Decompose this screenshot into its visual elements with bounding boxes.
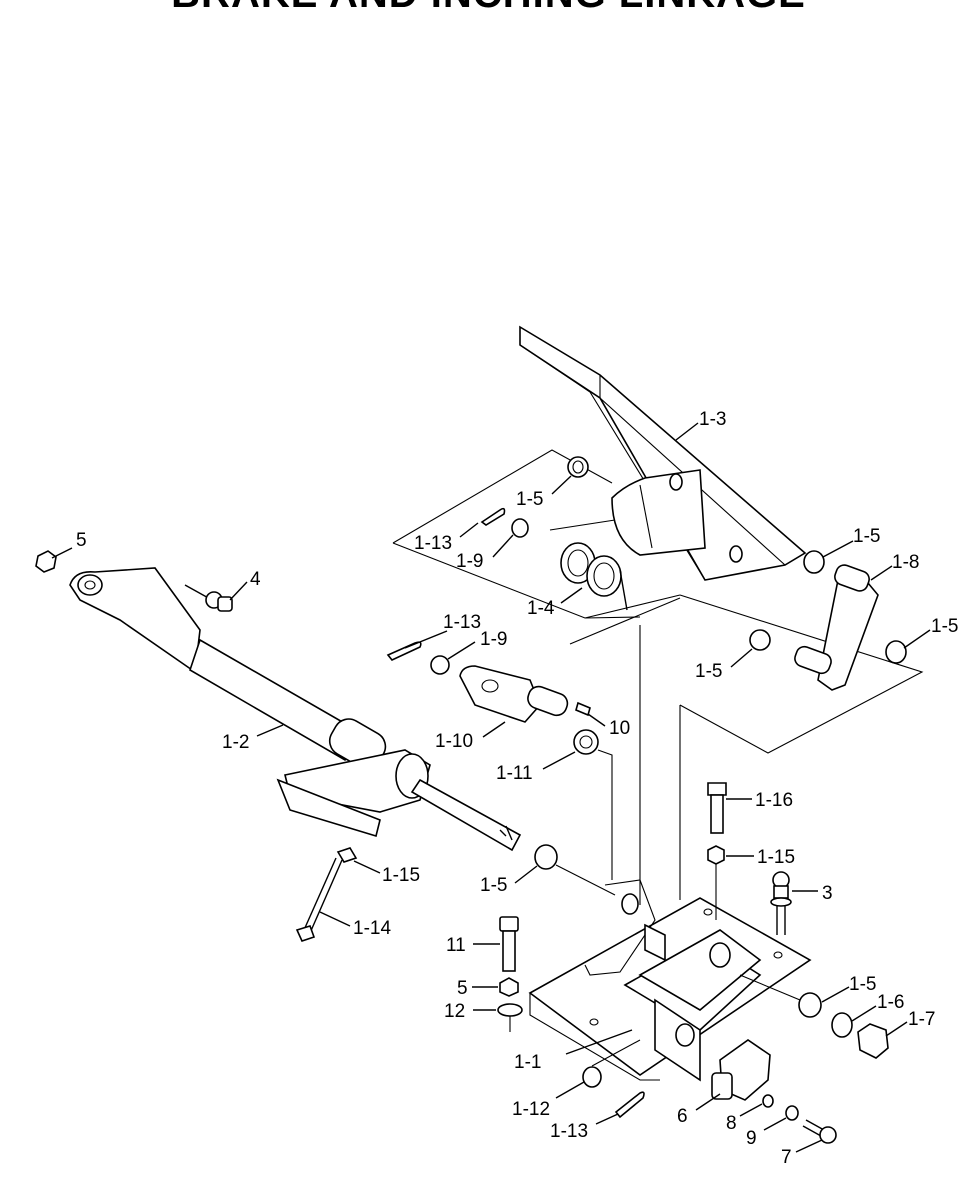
callout-8: 8 [726,1113,737,1134]
callout-1-8: 1-8 [892,552,919,573]
clevis-1-10 [459,665,569,723]
clip-10 [575,701,591,717]
callout-1-16: 1-16 [755,790,793,811]
callout-5-a: 5 [76,530,87,551]
bushing-1-5-mid [749,629,771,651]
callout-1-10: 1-10 [435,731,473,752]
base-bracket-1-1 [528,879,812,1082]
callout-12: 12 [444,1001,465,1022]
washer-1-12 [582,1066,602,1088]
cotter-pin-1-13-mid [386,641,422,661]
cotter-pin-1-13-bottom [614,1091,645,1119]
upper-assembly-frame-lines [392,449,924,754]
callout-1-13-c: 1-13 [550,1121,588,1142]
washer-1-6 [831,1012,853,1038]
adjuster-rod-1-14 [295,847,358,942]
nut-5-left [35,550,57,573]
callout-1-5-d: 1-5 [695,661,722,682]
callout-10: 10 [609,718,630,739]
washer-9 [785,1105,799,1121]
callout-1-9-b: 1-9 [480,629,507,650]
bolt-1-16 [707,782,727,920]
callout-1-5-e: 1-5 [480,875,507,896]
washer-1-9-mid [430,655,450,675]
nut-5-bracket [499,977,519,997]
bolt-4 [184,584,233,612]
page-title: BRAKE AND INCHING LINKAGE [0,0,977,14]
washer-8 [762,1094,774,1108]
callout-1-11: 1-11 [496,763,533,784]
callout-1-7: 1-7 [908,1009,935,1030]
bushing-1-5-top [567,456,589,478]
callout-1-14: 1-14 [353,918,391,939]
callout-9: 9 [746,1128,757,1149]
nut-1-15-rod [336,847,358,863]
callout-1-9-a: 1-9 [456,551,483,572]
callout-1-13-a: 1-13 [414,533,452,554]
callout-4: 4 [250,569,261,590]
callout-1-12: 1-12 [512,1099,550,1120]
callout-1-6: 1-6 [877,992,904,1013]
washer-1-9-top [511,518,529,538]
callout-1-15-b: 1-15 [382,865,420,886]
callout-5-b: 5 [457,978,468,999]
callout-1-5-f: 1-5 [849,974,876,995]
callout-1-4: 1-4 [527,598,555,619]
callout-7: 7 [781,1147,792,1168]
bushing-1-5-lower [534,844,558,870]
callout-1-5-c: 1-5 [931,616,958,637]
assembly-lines [555,625,801,1067]
bushing-1-5-bracket [798,992,822,1018]
callout-3: 3 [822,883,833,904]
bushing-1-11 [573,729,599,755]
callout-1-1: 1-1 [514,1052,541,1073]
callout-1-5-b: 1-5 [853,526,880,547]
cotter-pin-1-13-top [480,507,506,526]
callout-labels: 1-3 1-5 1-13 1-9 1-4 1-5 1-8 1-5 1-5 5 4… [76,409,958,1168]
bushing-1-5-right-b [885,640,907,664]
leader-lines [51,422,931,1153]
nut-1-7 [857,1023,889,1059]
callout-11: 11 [446,935,466,956]
bushing-1-5-right-a [803,550,825,574]
crank-arm-1-8 [794,564,879,691]
cross-shaft-1-2 [69,567,522,852]
callout-1-13-b: 1-13 [443,612,481,633]
callout-1-15-a: 1-15 [757,847,795,868]
bolt-7 [802,1119,837,1144]
brake-pedal-part [519,325,807,581]
nut-1-15-bolt [707,845,725,865]
bolt-11 [499,916,519,972]
callout-1-5-a: 1-5 [516,489,543,510]
switch-6 [711,1039,771,1101]
callout-1-2: 1-2 [222,732,249,753]
return-spring-1-4 [560,542,628,611]
washer-12 [497,1003,523,1017]
callout-6: 6 [677,1106,688,1127]
stop-bolt-3 [770,871,792,935]
callout-1-3: 1-3 [699,409,726,430]
